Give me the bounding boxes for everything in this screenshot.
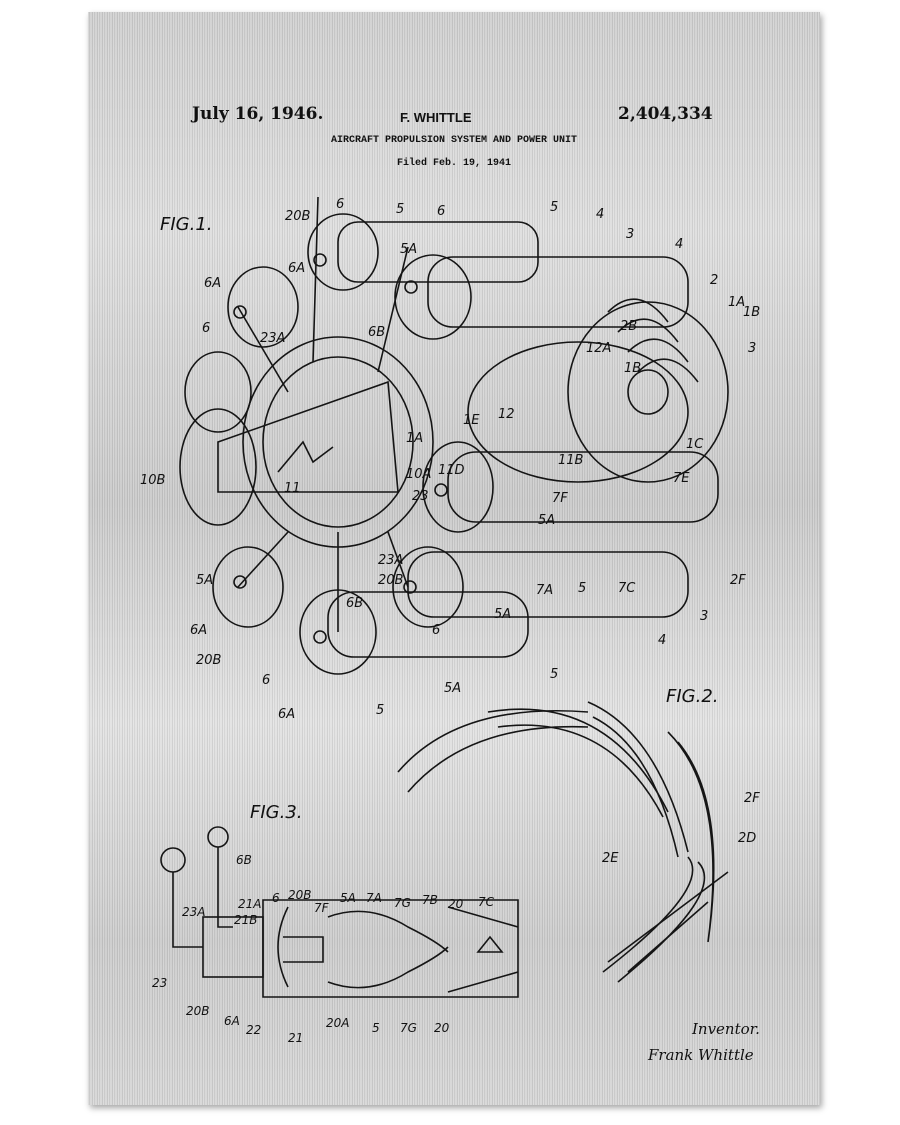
ref-numeral: 20A xyxy=(326,1016,349,1030)
fig2-blades-drawing xyxy=(397,701,729,983)
ref-numeral: 23A xyxy=(378,553,403,568)
ref-numeral: 5A xyxy=(494,607,511,622)
ref-numeral: 12 xyxy=(498,407,515,422)
ref-numeral: 2B xyxy=(620,319,637,334)
ref-numeral: 5A xyxy=(196,573,213,588)
ref-numeral: 3 xyxy=(748,341,756,356)
ref-numeral: 6 xyxy=(432,623,440,638)
ref-numeral: 20B xyxy=(196,653,222,668)
patent-title: AIRCRAFT PROPULSION SYSTEM AND POWER UNI… xyxy=(330,135,578,146)
ref-numeral: 2F xyxy=(730,573,746,588)
ref-numeral: 2D xyxy=(738,831,756,846)
ref-numeral: 1A xyxy=(728,295,745,310)
ref-numeral: 11 xyxy=(284,481,301,496)
ref-numeral: 4 xyxy=(675,237,683,252)
ref-numeral: 7F xyxy=(552,491,568,506)
fig3-section-drawing xyxy=(160,826,519,998)
ref-numeral: 12A xyxy=(586,341,611,356)
fig2-label: FIG.2. xyxy=(666,686,719,707)
ref-numeral: 23 xyxy=(152,976,167,990)
ref-numeral: 5A xyxy=(538,513,555,528)
ref-numeral: 22 xyxy=(246,1023,261,1037)
inventor-name: F. WHITTLE xyxy=(400,110,472,125)
ref-numeral: 2 xyxy=(710,273,718,288)
ref-numeral: 23 xyxy=(412,489,429,504)
patent-poster: July 16, 1946. F. WHITTLE 2,404,334 AIRC… xyxy=(88,12,820,1105)
ref-numeral: 3 xyxy=(626,227,634,242)
ref-numeral: 7C xyxy=(618,581,636,596)
ref-numeral: 10A xyxy=(406,467,431,482)
ref-numeral: 2F xyxy=(744,791,760,806)
ref-numeral: 11D xyxy=(438,463,465,478)
fig1-reference-numerals: 20B 6 5 6 5 4 3 4 6A 6 5A 2 1A 1B 3 6A 2… xyxy=(140,197,760,722)
ref-numeral: 5A xyxy=(400,242,417,257)
ref-numeral: 6B xyxy=(368,325,385,340)
signature-caption: Inventor. xyxy=(691,1020,760,1038)
ref-numeral: 6A xyxy=(288,261,305,276)
ref-numeral: 20B xyxy=(288,888,312,902)
ref-numeral: 6A xyxy=(190,623,207,638)
ref-numeral: 23A xyxy=(182,905,205,919)
ref-numeral: 23A xyxy=(260,331,285,346)
ref-numeral: 5A xyxy=(444,681,461,696)
ref-numeral: 4 xyxy=(658,633,666,648)
ref-numeral: 6 xyxy=(336,197,344,212)
inventor-signature: Frank Whittle xyxy=(647,1046,754,1064)
ref-numeral: 6 xyxy=(262,673,270,688)
ref-numeral: 6 xyxy=(272,891,280,905)
ref-numeral: 5 xyxy=(578,581,586,596)
ref-numeral: 3 xyxy=(700,609,708,624)
ref-numeral: 6B xyxy=(236,853,252,867)
ref-numeral: 7F xyxy=(314,901,330,915)
fig3-label: FIG.3. xyxy=(250,802,303,823)
ref-numeral: 7A xyxy=(366,891,382,905)
ref-numeral: 10B xyxy=(140,473,166,488)
ref-numeral: 5A xyxy=(340,891,356,905)
ref-numeral: 21 xyxy=(288,1031,303,1045)
ref-numeral: 1C xyxy=(686,437,704,452)
ref-numeral: 21B xyxy=(234,913,258,927)
ref-numeral: 6B xyxy=(346,596,363,611)
ref-numeral: 4 xyxy=(596,207,604,222)
ref-numeral: 20B xyxy=(186,1004,210,1018)
ref-numeral: 7A xyxy=(536,583,553,598)
ref-numeral: 7G xyxy=(394,896,411,910)
patent-number: 2,404,334 xyxy=(618,104,713,124)
ref-numeral: 1A xyxy=(406,431,423,446)
ref-numeral: 6 xyxy=(437,204,445,219)
ref-numeral: 20 xyxy=(448,897,464,911)
ref-numeral: 1B xyxy=(624,361,641,376)
filed-date: Filed Feb. 19, 1941 xyxy=(396,158,512,169)
ref-numeral: 6A xyxy=(204,276,221,291)
ref-numeral: 20B xyxy=(378,573,404,588)
ref-numeral: 1E xyxy=(463,413,480,428)
ref-numeral: 5 xyxy=(396,202,404,217)
ref-numeral: 5 xyxy=(550,200,558,215)
ref-numeral: 5 xyxy=(372,1021,380,1035)
ref-numeral: 1B xyxy=(743,305,760,320)
ref-numeral: 6 xyxy=(202,321,210,336)
ref-numeral: 6A xyxy=(224,1014,240,1028)
patent-drawing: FIG.1. FIG.2. FIG.3. 20B 6 5 6 5 4 3 4 6… xyxy=(140,196,760,1064)
fig1-engine-drawing xyxy=(179,196,729,675)
ref-numeral: 20 xyxy=(434,1021,450,1035)
ref-numeral: 11B xyxy=(558,453,584,468)
ref-numeral: 2E xyxy=(602,851,619,866)
patent-date: July 16, 1946. xyxy=(192,104,324,124)
fig1-label: FIG.1. xyxy=(160,214,213,235)
ref-numeral: 6A xyxy=(278,707,295,722)
ref-numeral: 7G xyxy=(400,1021,417,1035)
ref-numeral: 7E xyxy=(673,471,690,486)
fig3-reference-numerals: 6B 23A 21A 21B 6 20B 7F 5A 7A 7G 7B 20 7… xyxy=(152,853,495,1045)
ref-numeral: 21A xyxy=(238,897,261,911)
fig2-reference-numerals: 2F 2E 2D xyxy=(602,791,760,866)
ref-numeral: 7C xyxy=(478,895,495,909)
ref-numeral: 5 xyxy=(550,667,558,682)
ref-numeral: 20B xyxy=(285,209,311,224)
ref-numeral: 7B xyxy=(422,893,438,907)
ref-numeral: 5 xyxy=(376,703,384,718)
